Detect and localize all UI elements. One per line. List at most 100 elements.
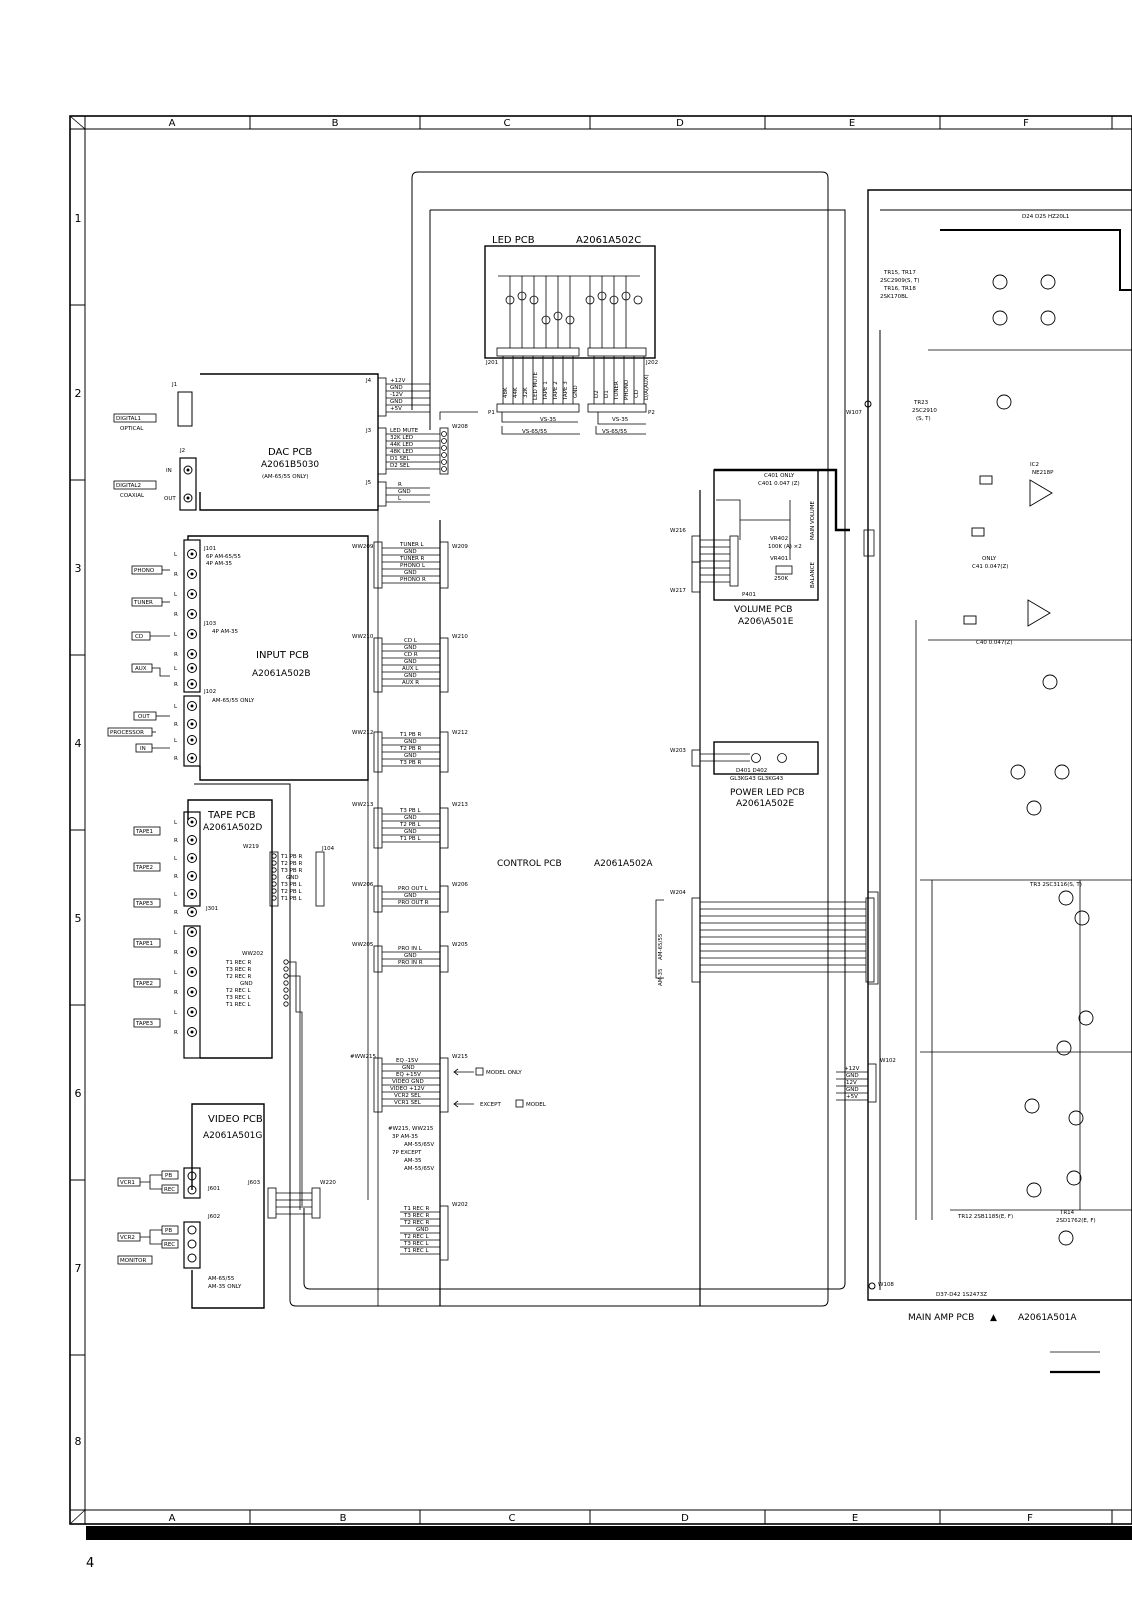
control-pcb-part: A2061A502A	[594, 859, 653, 869]
j4-pin-1: +12V	[390, 378, 406, 384]
j602-label: J602	[207, 1214, 220, 1220]
volume-pcb-title: VOLUME PCB	[734, 605, 792, 615]
tape-l-4: L	[174, 930, 178, 936]
vr401-label: VR401	[770, 556, 788, 562]
w213-pin-4: GND	[404, 829, 417, 835]
j104-pin-7: T1 PB L	[280, 896, 302, 902]
ww202-pin-6: T3 REC L	[225, 995, 251, 1001]
tape-r-2: R	[174, 874, 178, 880]
l-mark-4: L	[174, 666, 178, 672]
led-pcb-j202: J202	[645, 360, 658, 366]
video-pcb-part: A2061A501G	[203, 1131, 262, 1141]
balance-label: BALANCE	[810, 562, 816, 588]
dac-out: OUT	[164, 496, 176, 502]
ww215-note-2: 3P AM-35	[392, 1134, 419, 1140]
ground-loop-outer	[194, 171, 829, 1307]
tr3-note: TR3 2SC3116(S, T)	[1029, 882, 1082, 888]
j101-label: J101	[203, 546, 216, 552]
main-amp-pcb: TR15, TR17 2SC2909(S, T) TR16, TR18 2SK1…	[863, 189, 1132, 1374]
tr23-note-3: (S, T)	[916, 416, 931, 422]
w212-label: W212	[452, 730, 468, 736]
input-vcr2: VCR2	[120, 1235, 135, 1241]
input-tuner: TUNER	[133, 600, 153, 606]
ic2-label: IC2	[1030, 462, 1039, 468]
w210-pin-5: AUX L	[402, 666, 419, 672]
col-label-b: B	[332, 118, 339, 129]
w205-pin-1: PRO IN L	[398, 946, 423, 952]
dac-j5: J5	[365, 480, 372, 486]
vr401-value: 250K	[774, 576, 788, 582]
r-mark-5: R	[174, 722, 178, 728]
vr402-value: 100K (A) ×2	[768, 544, 802, 550]
tape-r-5: R	[174, 990, 178, 996]
row-label-8: 8	[75, 1435, 82, 1448]
ww212-label: WW212	[352, 730, 373, 736]
w209-pin-1: TUNER L	[399, 542, 425, 548]
r-mark-4: R	[174, 682, 178, 688]
vcr2-pb: PB	[165, 1228, 172, 1234]
led-pin-48k: 48K	[503, 387, 509, 398]
w202-pin-2: T3 REC R	[403, 1213, 429, 1219]
bottom-black-bar	[86, 1526, 1132, 1540]
w102-pin-3: -12V	[844, 1080, 857, 1086]
input-vcr1: VCR1	[120, 1180, 135, 1186]
input-tape3-pb: TAPE3	[135, 901, 153, 907]
r-mark-2: R	[174, 612, 178, 618]
dac-pcb: J1 J2 IN OUT DIGITAL1 OPTICAL DIGITAL2 C…	[113, 373, 468, 511]
w202-pin-3: T2 REC R	[403, 1220, 429, 1226]
j101-note2: 4P AM-35	[206, 561, 233, 567]
tr14-type: 2SD1762(E, F)	[1056, 1218, 1096, 1224]
led-pcb-vs6555-right: VS-65/55	[602, 429, 628, 435]
j4-pin-2: GND	[390, 385, 403, 391]
w215-label: W215	[452, 1054, 468, 1060]
model-only-note: MODEL ONLY	[486, 1070, 522, 1076]
dac-in: IN	[166, 468, 172, 474]
led-pin-phono: PHONO	[624, 379, 630, 400]
c41-note: C41 0.047(Z)	[972, 564, 1008, 570]
j3-pin-4: 48K LED	[390, 449, 413, 455]
w213-label: W213	[452, 802, 468, 808]
col-label-f: F	[1023, 118, 1029, 129]
row-label-2: 2	[75, 387, 82, 400]
ww202-pin-5: T2 REC L	[225, 988, 251, 994]
ww213-label: WW213	[352, 802, 374, 808]
w102-label: W102	[880, 1058, 896, 1064]
vcr1-rec: REC	[164, 1187, 175, 1193]
led-pcb: LED PCB A2061A502C	[439, 235, 658, 435]
led-pin-d1: D1	[604, 390, 610, 398]
w209-pin-2: GND	[404, 549, 417, 555]
w220-label: W220	[320, 1180, 336, 1186]
j104-pin-5: T3 PB L	[280, 882, 302, 888]
c401-only: C401 ONLY	[764, 473, 795, 479]
ground-loop-inner	[303, 209, 846, 1290]
led-pcb-vs35-right: VS-35	[612, 417, 629, 423]
d401-label: D401 D402	[736, 768, 767, 774]
main-amp-title: MAIN AMP PCB	[908, 1313, 974, 1323]
l-mark-3: L	[174, 632, 178, 638]
led-pcb-vs6555-left: VS-65/55	[522, 429, 548, 435]
col-label-b-bottom: B	[340, 1513, 347, 1524]
tr15-note-3: TR16, TR18	[883, 286, 916, 292]
led-pin-gnd: GND	[573, 385, 579, 398]
led-pin-cd: CD	[634, 390, 640, 398]
tape-pcb: TAPE PCB A2061A502D W219 J104 J301 WW202…	[133, 799, 335, 1210]
w213-pin-3: T2 PB L	[399, 822, 421, 828]
input-tape3-rec: TAPE3	[135, 1021, 153, 1027]
l-mark-1: L	[174, 552, 178, 558]
dac-pcb-part: A2061B5030	[261, 460, 319, 470]
tape-l-2: L	[174, 856, 178, 862]
p401-label: P401	[742, 592, 756, 598]
processor-out: OUT	[138, 714, 150, 720]
w107-label: W107	[846, 410, 862, 416]
j104-pin-4: GND	[286, 875, 299, 881]
j101-note1: 6P AM-65/55	[206, 554, 241, 560]
w210-pin-6: GND	[404, 673, 417, 679]
w210-pin-7: AUX R	[402, 680, 419, 686]
w212-pin-1: T1 PB R	[399, 732, 421, 738]
d24-d25-note: D24 D25 HZ20L1	[1022, 214, 1069, 220]
w208-label: W208	[452, 424, 468, 430]
dac-pcb-note: (AM-65/55 ONLY)	[262, 474, 309, 480]
ww215-note-6: AM-55/65V	[404, 1166, 434, 1172]
col-label-e-bottom: E	[852, 1513, 858, 1524]
w215-pin-7: VCR1 SEL	[394, 1100, 422, 1106]
